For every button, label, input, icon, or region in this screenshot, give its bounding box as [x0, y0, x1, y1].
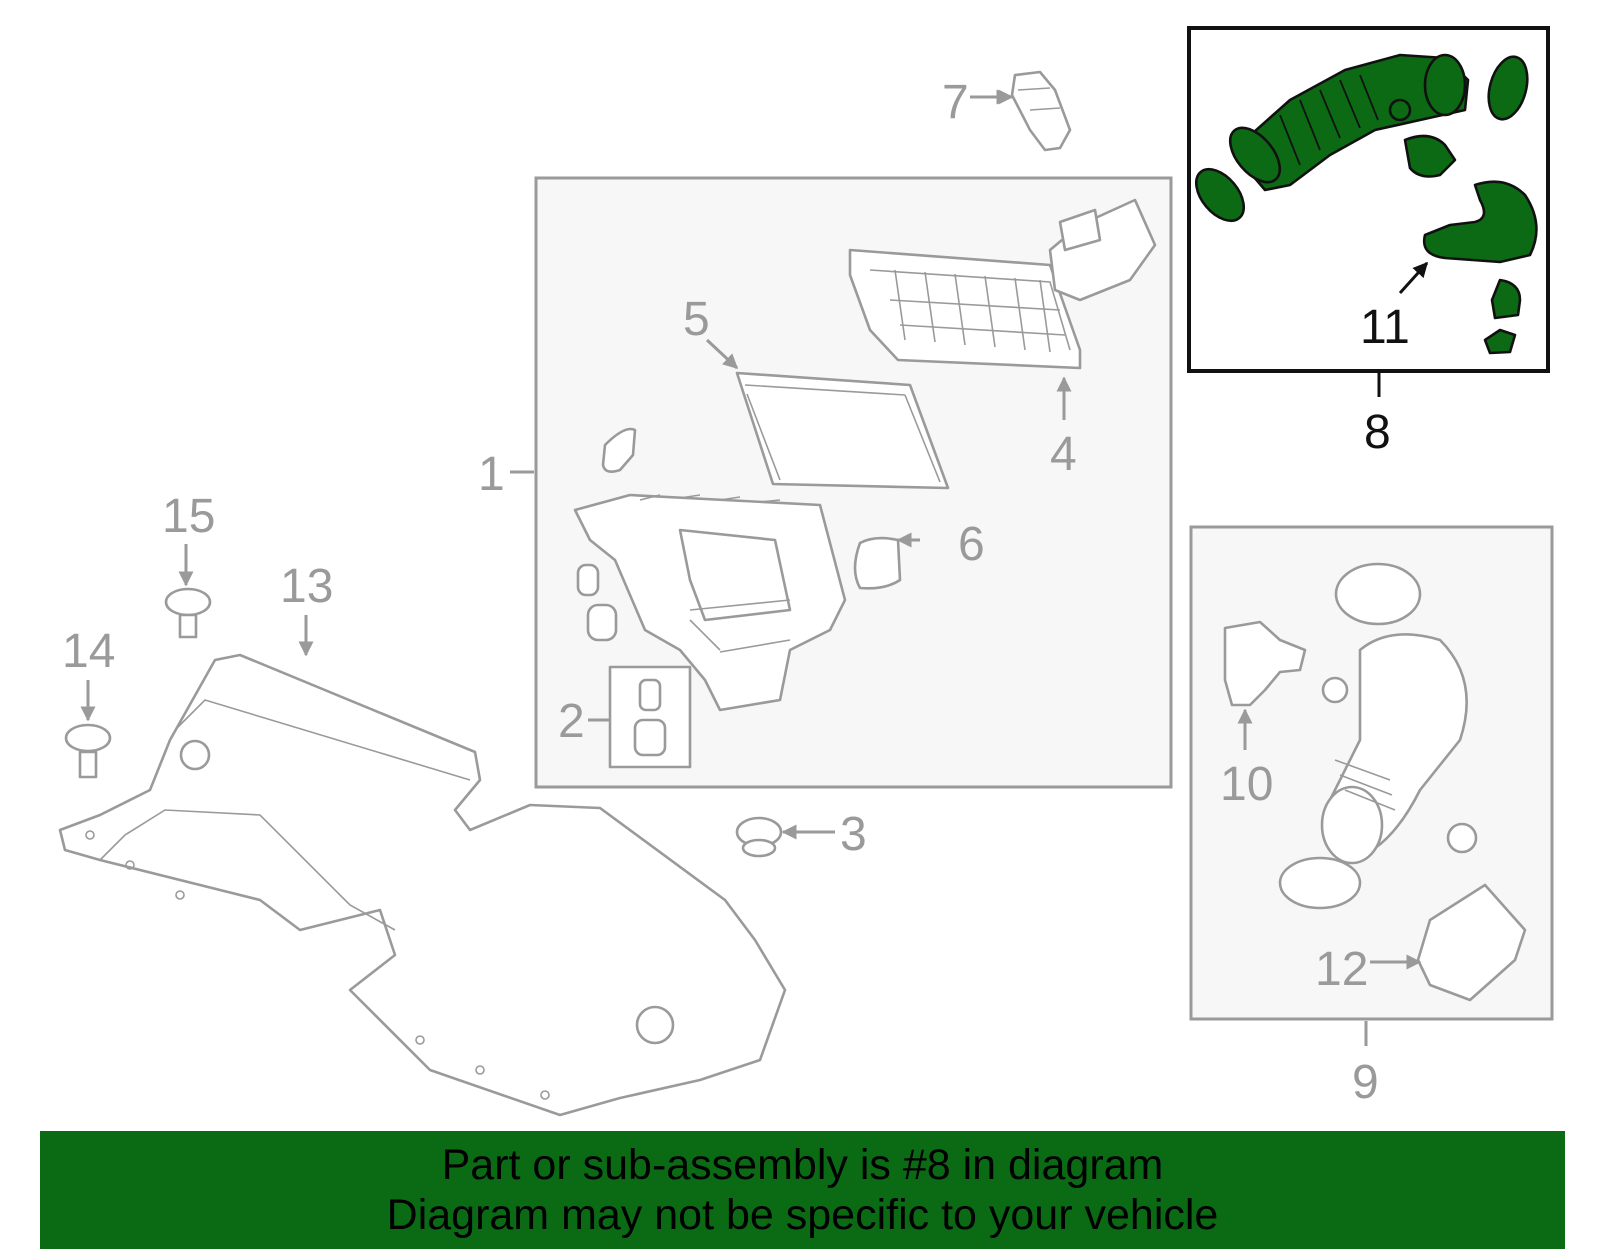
callout-4: 4 [1050, 428, 1077, 481]
intake-hose-part-8[interactable] [1187, 52, 1534, 229]
callout-13: 13 [280, 560, 333, 613]
callout-10: 10 [1220, 758, 1273, 811]
upper-housing-part-4[interactable] [848, 198, 1157, 370]
intake-duct-assembly-9[interactable] [1223, 562, 1527, 1002]
hose-part-11[interactable] [1422, 180, 1538, 355]
clamp-part-6[interactable] [853, 536, 902, 590]
callout-3: 3 [840, 808, 867, 861]
callout-8: 8 [1364, 406, 1391, 459]
filter-element-part-5[interactable] [735, 371, 950, 490]
callout-14: 14 [62, 625, 115, 678]
fastener-part-15[interactable] [164, 587, 212, 639]
callout-12: 12 [1315, 943, 1368, 996]
grommet-set-part-2[interactable] [633, 678, 667, 757]
engine-cover-part-13[interactable] [58, 653, 787, 1117]
lower-housing[interactable] [573, 493, 847, 712]
grommets-small[interactable] [576, 563, 618, 642]
fastener-part-14[interactable] [64, 723, 112, 779]
callout-11: 11 [1360, 301, 1410, 354]
info-banner: Part or sub-assembly is #8 in diagram Di… [40, 1131, 1565, 1249]
banner-line-2: Diagram may not be specific to your vehi… [386, 1191, 1219, 1239]
grommet-part-3[interactable] [735, 816, 783, 858]
callout-2: 2 [558, 695, 585, 748]
callout-5: 5 [683, 293, 710, 346]
callout-1: 1 [478, 448, 505, 501]
callout-7: 7 [942, 76, 969, 129]
banner-line-1: Part or sub-assembly is #8 in diagram [441, 1141, 1164, 1189]
callout-9: 9 [1352, 1056, 1379, 1109]
sensor-part-7[interactable] [1010, 70, 1072, 152]
callout-15: 15 [162, 490, 215, 543]
callout-6: 6 [958, 518, 985, 571]
small-clip[interactable] [601, 427, 637, 473]
